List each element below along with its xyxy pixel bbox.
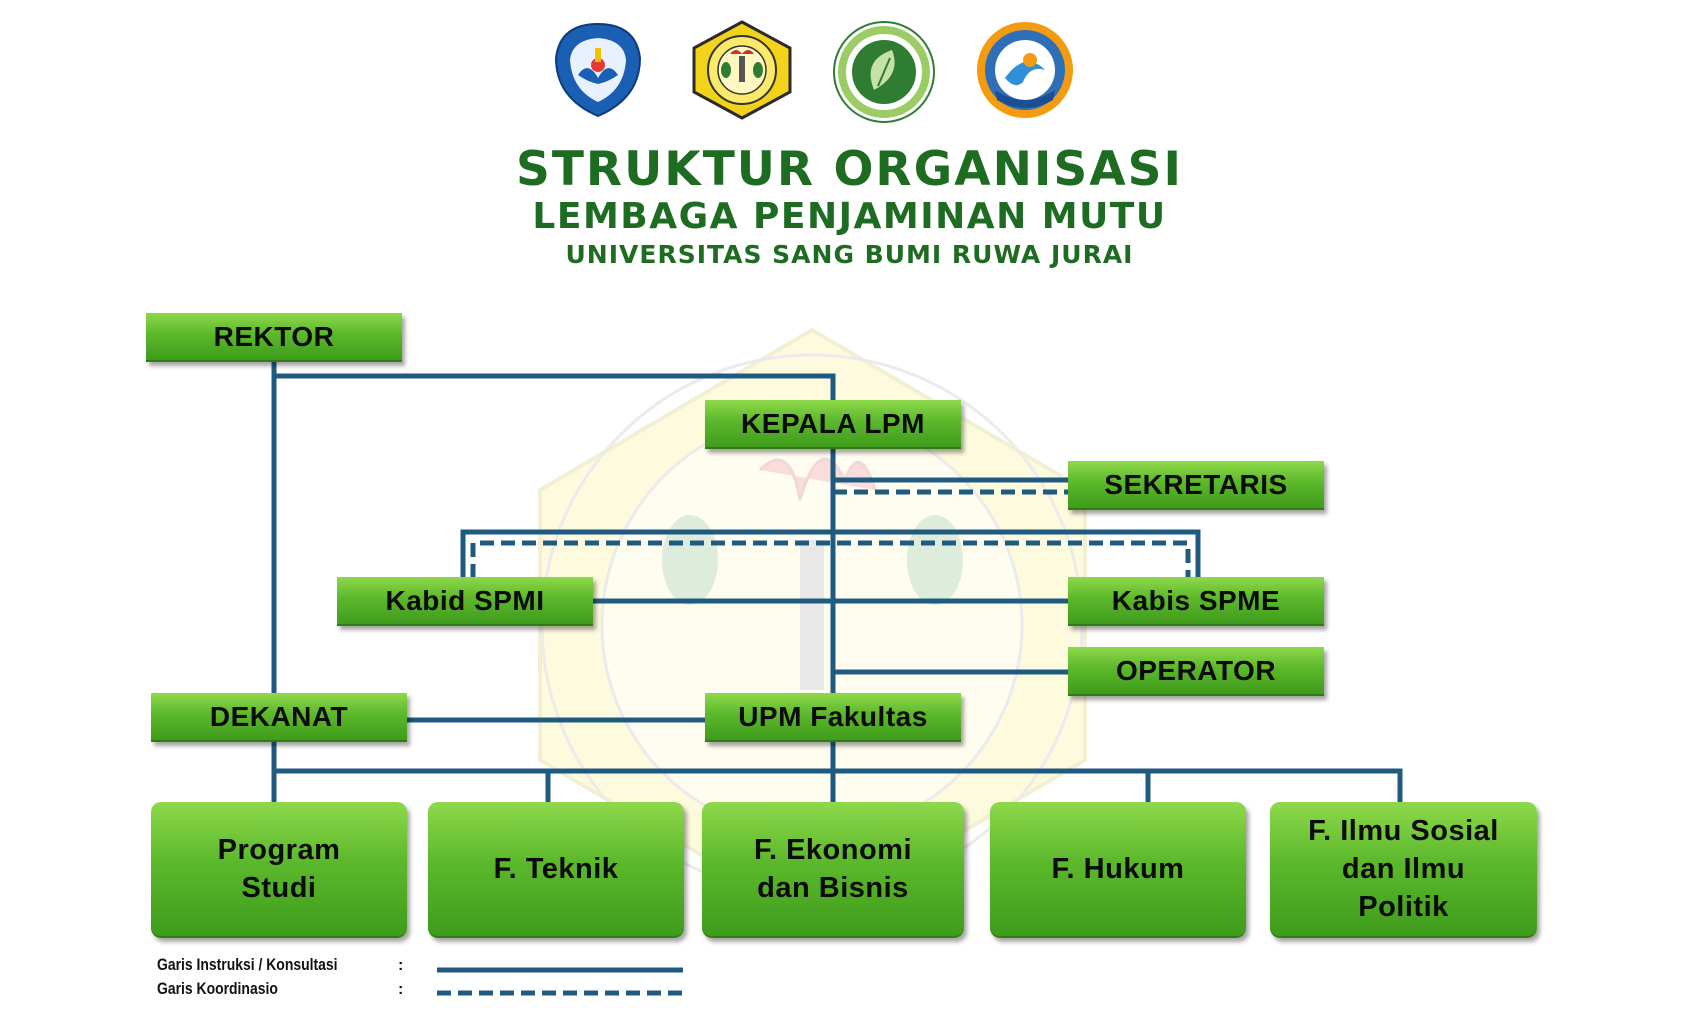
dashed-line-kabid-kabis-bracket: [470, 540, 1191, 578]
node-f-teknik: F. Teknik: [428, 802, 684, 938]
usbrj-logo: [692, 20, 792, 120]
node-kabid-spmi-label: Kabid SPMI: [385, 584, 545, 616]
node-f-ilmu-sosial-politik-label: F. Ilmu Sosial dan Ilmu Politik: [1308, 815, 1499, 923]
node-f-ekonomi-bisnis-label: F. Ekonomi dan Bisnis: [753, 834, 913, 904]
node-f-hukum-label: F. Hukum: [1051, 853, 1185, 885]
tut-wuri-handayani-logo: [554, 22, 642, 118]
diktisaintek-berdampak-logo: [977, 22, 1073, 118]
node-f-ekonomi-bisnis: F. Ekonomi dan Bisnis: [702, 802, 964, 938]
node-program-studi-label: Program Studi: [217, 834, 341, 904]
solid-line-kabid-kabis-bracket: [460, 529, 1201, 581]
node-kabis-spme: Kabis SPME: [1068, 577, 1324, 626]
title-line-2: LEMBAGA PENJAMINAN MUTU: [532, 196, 1167, 237]
node-kepala-lpm: KEPALA LPM: [705, 400, 961, 449]
node-upm-fakultas-label: UPM Fakultas: [738, 700, 928, 732]
node-sekretaris-label: SEKRETARIS: [1104, 468, 1288, 500]
solid-line-rektor-kepala: [271, 373, 836, 403]
logo-bar: [0, 20, 1699, 130]
node-program-studi: Program Studi: [151, 802, 407, 938]
node-f-teknik-label: F. Teknik: [493, 853, 619, 885]
node-operator-label: OPERATOR: [1115, 654, 1277, 686]
legend-instruction-label: Garis Instruksi / Konsultasi: [157, 955, 338, 974]
node-kabis-spme-label: Kabis SPME: [1111, 584, 1281, 616]
node-kabid-spmi: Kabid SPMI: [337, 577, 593, 626]
node-upm-fakultas: UPM Fakultas: [705, 693, 961, 742]
node-rektor: REKTOR: [146, 313, 402, 362]
title-line-1: STRUKTUR ORGANISASI: [516, 142, 1183, 197]
node-sekretaris: SEKRETARIS: [1068, 461, 1324, 510]
node-dekanat: DEKANAT: [151, 693, 407, 742]
node-f-hukum: F. Hukum: [990, 802, 1246, 938]
ecosmart-saburai-logo: [833, 21, 935, 123]
title-line-3: UNIVERSITAS SANG BUMI RUWA JURAI: [565, 240, 1134, 269]
node-dekanat-label: DEKANAT: [209, 700, 349, 732]
node-rektor-label: REKTOR: [213, 320, 335, 352]
node-f-ilmu-sosial-politik: F. Ilmu Sosial dan Ilmu Politik: [1270, 802, 1537, 938]
legend-coordination-colon: :: [398, 981, 404, 998]
legend-coordination-label: Garis Koordinasio: [157, 979, 278, 998]
node-kepala-lpm-label: KEPALA LPM: [741, 407, 925, 439]
legend-instruction-colon: :: [398, 957, 404, 974]
node-operator: OPERATOR: [1068, 647, 1324, 696]
